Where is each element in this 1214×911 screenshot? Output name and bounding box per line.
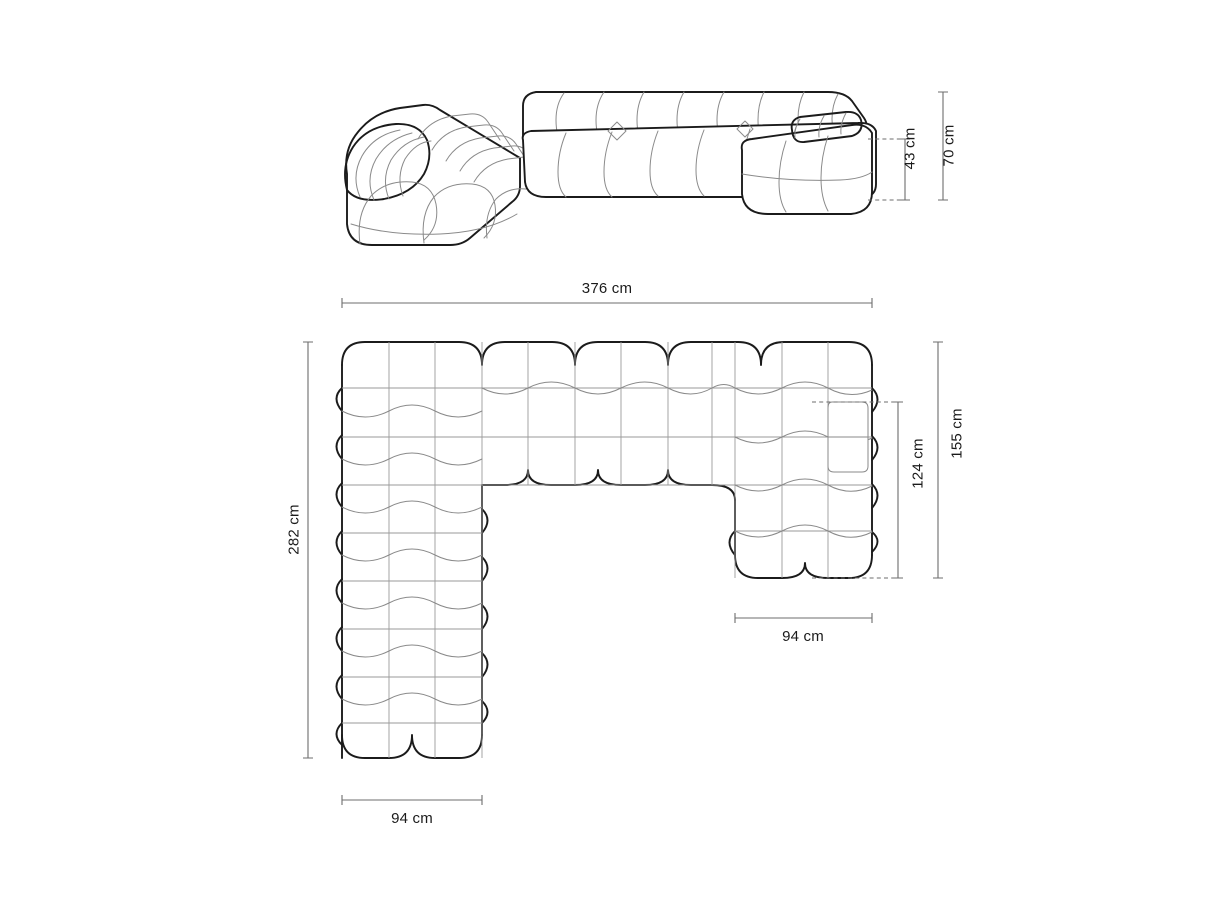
perspective-left-chaise (344, 103, 541, 246)
dimension-label-right-module-width: 94 cm (782, 628, 824, 645)
dimension-right-module-width (734, 613, 873, 623)
dimension-overall-width (341, 298, 873, 308)
perspective-right-chaise (740, 110, 873, 215)
dimension-left-module-width (341, 795, 483, 805)
dimension-seat-height (868, 138, 910, 201)
dimension-label-overall-width: 376 cm (581, 280, 633, 297)
dimension-label-right-chaise-depth: 124 cm (909, 438, 927, 489)
dimension-overall-height (938, 91, 948, 201)
dimension-label-overall-height: 70 cm (940, 124, 958, 167)
dimension-overall-depth (303, 341, 313, 759)
dimension-right-chaise-depth (812, 401, 903, 579)
dimension-label-overall-depth: 282 cm (285, 504, 303, 555)
dimension-right-module-depth (933, 341, 943, 579)
dimension-label-left-module-width: 94 cm (391, 810, 433, 827)
dimension-label-right-module-depth: 155 cm (948, 408, 966, 459)
dimension-label-seat-height: 43 cm (901, 127, 919, 170)
top-plan-view (335, 341, 879, 759)
